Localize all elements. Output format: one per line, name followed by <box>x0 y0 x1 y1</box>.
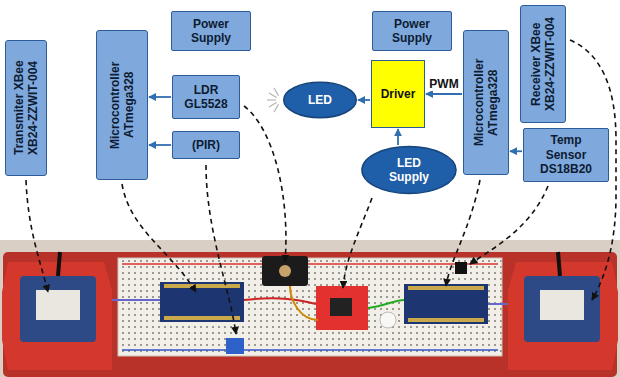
microcontroller-box: MicrocontrollerATmega328 <box>463 30 509 175</box>
box-label: Power Supply <box>380 17 444 46</box>
xbee-module <box>20 276 96 342</box>
box-label: (PIR) <box>192 138 220 152</box>
module-sticker <box>36 290 80 320</box>
antenna <box>58 252 60 276</box>
light-ray <box>269 103 277 108</box>
arduino-board <box>404 284 488 324</box>
pin-header <box>408 318 484 322</box>
module-sticker <box>540 290 584 320</box>
leader-line <box>122 184 196 292</box>
antenna <box>558 252 560 276</box>
pin-header <box>408 286 484 290</box>
signal-arrow <box>149 144 171 146</box>
power-rail <box>122 263 498 265</box>
power-rail <box>122 349 498 351</box>
light-rays <box>267 88 279 112</box>
ldr-cell <box>279 265 291 277</box>
light-ray <box>269 93 277 98</box>
light-ray <box>274 104 279 112</box>
sensor-box: Temp SensorDS18B20 <box>523 128 609 182</box>
wire <box>112 299 160 301</box>
wire <box>290 286 318 320</box>
signal-arrow <box>397 129 399 145</box>
box-label: Driver <box>381 87 416 101</box>
power-supply-box: Power Supply <box>372 11 452 51</box>
signal-arrow <box>426 93 462 95</box>
box-label: ATmega328 <box>122 72 136 138</box>
led-ellipse: LED <box>283 82 357 118</box>
leader-line <box>446 180 480 286</box>
pin-header <box>164 316 240 320</box>
box-label: LED Supply <box>384 156 434 185</box>
wire <box>368 300 404 308</box>
pin-header <box>164 284 240 288</box>
box-label: XB24-ZZWIT-004 <box>543 17 557 111</box>
box-label: ATmega328 <box>486 69 500 135</box>
microcontroller-box: MicrocontrollerATmega328 <box>96 30 148 180</box>
temp-sensor-part <box>455 262 467 274</box>
driver-chip <box>330 298 352 316</box>
signal-arrow <box>149 96 171 98</box>
sensor-box: LDRGL5528 <box>172 75 240 119</box>
box-label: GL5528 <box>184 97 227 111</box>
base-board <box>3 252 617 377</box>
sensor-box: (PIR) <box>172 131 240 159</box>
leader-line <box>343 198 372 288</box>
box-label: LDR <box>194 83 219 97</box>
arduino-board <box>160 282 244 322</box>
signal-arrow <box>510 150 522 152</box>
box-label: XB24-ZZWIT-004 <box>26 61 40 155</box>
box-label: Receiver XBee <box>529 22 543 105</box>
leader-line <box>26 180 48 292</box>
box-label: Power Supply <box>179 17 243 46</box>
box-label: Microcontroller <box>108 61 122 148</box>
driver-box: Driver <box>371 60 425 128</box>
photo-background <box>0 240 620 377</box>
wire <box>244 298 316 304</box>
box-label: LED <box>308 93 332 107</box>
ellipse-shape <box>362 146 456 193</box>
led-part <box>380 312 396 328</box>
leader-line <box>206 165 236 334</box>
xbee-module-box: Receiver XBeeXB24-ZZWIT-004 <box>520 5 566 123</box>
breadboard <box>118 258 502 356</box>
box-label: DS18B20 <box>540 162 592 176</box>
xbee-module-box: Transmiter XBeeXB24-ZZWIT-004 <box>5 40 47 176</box>
box-label: Transmiter XBee <box>12 61 26 156</box>
light-ray <box>274 88 279 96</box>
leader-line <box>244 106 286 262</box>
driver-board <box>316 286 368 330</box>
box-label: Temp Sensor <box>536 133 596 162</box>
pir-part <box>226 338 244 354</box>
box-label: Microcontroller <box>472 58 486 145</box>
signal-label: PWM <box>427 77 460 91</box>
signal-arrow <box>358 99 370 101</box>
light-ray <box>267 99 276 100</box>
leader-line <box>470 186 548 264</box>
power-supply-box: Power Supply <box>171 11 251 51</box>
wire <box>488 303 508 305</box>
ellipse-shape <box>284 82 357 117</box>
xbee-adapter <box>2 262 112 370</box>
supply-ellipse: LED Supply <box>361 146 457 194</box>
xbee-module <box>524 276 600 342</box>
